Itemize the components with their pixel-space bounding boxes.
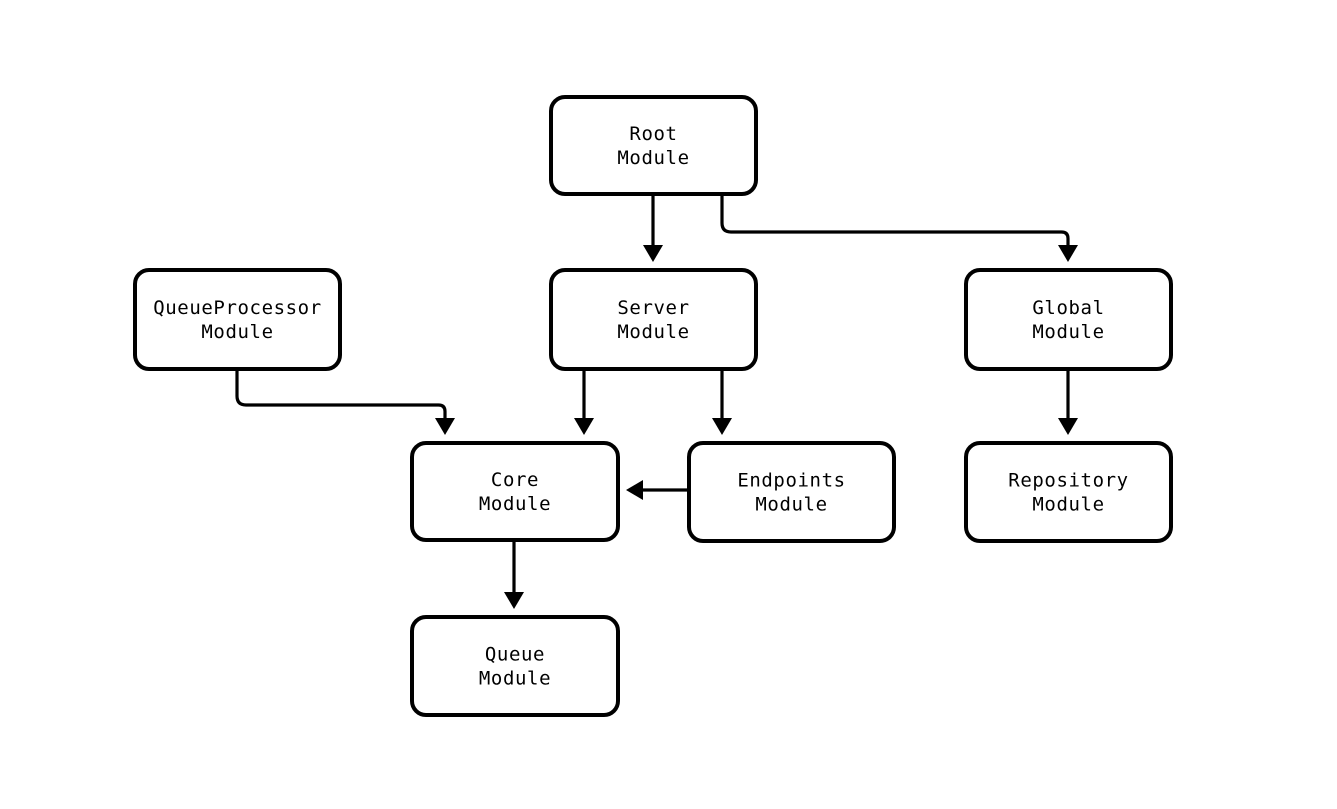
- node-label-line2: Module: [617, 147, 689, 169]
- node-label-line1: Core: [491, 469, 539, 491]
- node-label-line2: Module: [479, 493, 551, 515]
- edge-endpoints-to-core: [626, 480, 687, 500]
- arrowhead-icon: [1058, 245, 1078, 262]
- node-label-line1: Server: [617, 297, 689, 319]
- node-label-line2: Module: [201, 321, 273, 343]
- node-label-line2: Module: [1032, 494, 1104, 516]
- node-label-line1: QueueProcessor: [153, 297, 322, 319]
- arrowhead-icon: [435, 418, 455, 435]
- arrowhead-icon: [643, 245, 663, 262]
- edge-server-to-core: [574, 371, 594, 435]
- node-box[interactable]: [687, 441, 896, 543]
- node-label-line2: Module: [755, 494, 827, 516]
- node-box[interactable]: [410, 441, 620, 542]
- edges-layer: [235, 196, 1078, 609]
- node-label-line2: Module: [1032, 321, 1104, 343]
- edge-core-to-queue: [504, 542, 524, 609]
- node-box[interactable]: [410, 615, 620, 717]
- node-label-line1: Global: [1032, 297, 1104, 319]
- arrowhead-icon: [626, 480, 643, 500]
- edge-server-to-endpoints: [712, 371, 732, 435]
- edge-line: [720, 196, 1070, 245]
- node-label-line1: Queue: [485, 644, 545, 666]
- edge-global-to-repository: [1058, 371, 1078, 435]
- arrowhead-icon: [712, 418, 732, 435]
- edge-queueprocessor-to-core: [235, 371, 455, 435]
- node-label-line1: Repository: [1008, 470, 1128, 492]
- node-label-line1: Endpoints: [737, 470, 845, 492]
- node-box[interactable]: [964, 268, 1173, 371]
- edge-root-to-server: [643, 196, 663, 262]
- edge-root-to-global: [720, 196, 1078, 262]
- node-box[interactable]: [964, 441, 1173, 543]
- node-label-line2: Module: [617, 321, 689, 343]
- node-box[interactable]: [549, 95, 758, 196]
- nodes-layer: RootModuleQueueProcessorModuleServerModu…: [133, 95, 1173, 717]
- arrowhead-icon: [1058, 418, 1078, 435]
- node-box[interactable]: [549, 268, 758, 371]
- arrowhead-icon: [504, 592, 524, 609]
- node-box[interactable]: [133, 268, 342, 371]
- node-label-line1: Root: [629, 123, 677, 145]
- edge-line: [235, 371, 447, 418]
- node-label-line2: Module: [479, 668, 551, 690]
- arrowhead-icon: [574, 418, 594, 435]
